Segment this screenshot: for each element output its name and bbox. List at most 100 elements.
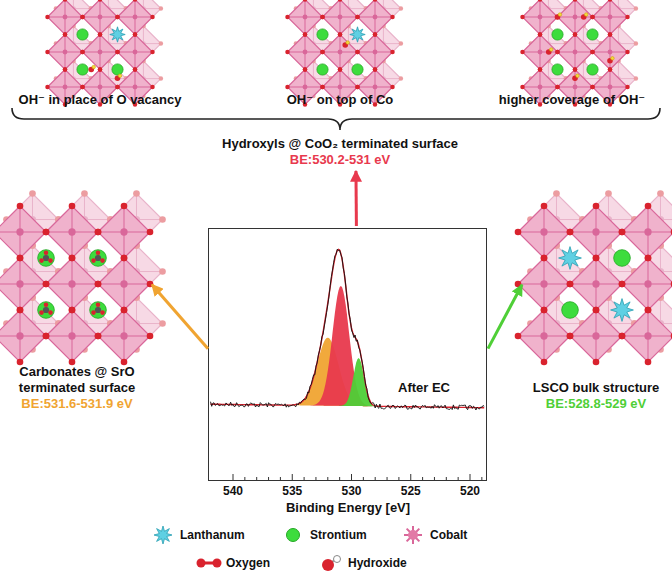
- oxygen-atom: [567, 333, 574, 340]
- oxygen-atom: [555, 85, 559, 89]
- oxygen-atom: [555, 85, 559, 89]
- caption-text: OH⁻ in place of O vacancy: [19, 92, 182, 108]
- oxygen-atom: [355, 85, 359, 89]
- carbon-atom: [43, 255, 49, 261]
- oxygen-atom: [80, 50, 84, 54]
- cobalt-atom: [98, 85, 103, 90]
- oxygen-atom: [320, 15, 324, 19]
- oxygen-atom: [17, 307, 24, 314]
- oxygen-atom: [590, 50, 594, 54]
- axis-tick: [446, 477, 447, 480]
- binding-energy: BE:530.2-531 eV: [222, 152, 458, 168]
- caption-text: OH⁻ on top of Co: [287, 92, 394, 108]
- plot-frame: [209, 229, 487, 481]
- oxygen-atom: [619, 333, 626, 340]
- oxygen-atom: [133, 32, 137, 36]
- oxygen-atom: [634, 6, 638, 10]
- oxygen-atom: [43, 229, 50, 236]
- legend-icon: [196, 553, 222, 573]
- oxygen-atom: [121, 255, 128, 262]
- strontium-atom: [562, 302, 579, 319]
- oxygen-atom: [69, 307, 76, 314]
- oxygen-atom: [390, 85, 394, 89]
- cobalt-atom: [408, 530, 418, 540]
- structure-caption: LSCO bulk structureBE:528.8-529 eV: [522, 222, 670, 412]
- oxygen-atom: [515, 333, 522, 340]
- cobalt-atom: [538, 50, 543, 55]
- text-group: OH⁻ on top of Co: [287, 92, 394, 108]
- oxygen-atom: [45, 50, 49, 54]
- oxygen-atom: [567, 281, 574, 288]
- oxygen-atom: [399, 6, 403, 10]
- oxygen-atom: [69, 307, 76, 314]
- cobalt-atom: [573, 50, 578, 55]
- hydroxide-hydrogen: [576, 74, 580, 78]
- axis-tick: [268, 477, 269, 480]
- axis-tick: [327, 477, 328, 480]
- oxygen-atom: [63, 32, 67, 36]
- oxygen-atom: [320, 85, 324, 89]
- oxygen-atom: [538, 0, 542, 2]
- oxygen-atom: [320, 50, 324, 54]
- cobalt-atom: [608, 85, 613, 90]
- oxygen-atom: [593, 307, 600, 314]
- axis-tick: [233, 474, 234, 480]
- oxygen-atom: [553, 190, 560, 197]
- oxygen-atom: [538, 67, 542, 71]
- cobalt-atom: [373, 15, 378, 20]
- oxygen-atom: [608, 67, 612, 71]
- tick-label: 525: [391, 484, 431, 498]
- oxygen-atom: [121, 255, 128, 262]
- oxygen-atom: [95, 281, 102, 288]
- axis-tick: [244, 477, 245, 480]
- caption-text: Hydroxyls @ CoO₂ terminated surface: [222, 136, 458, 152]
- oxygen-atom: [98, 32, 102, 36]
- oxygen-atom: [17, 255, 24, 262]
- oxygen-atom: [43, 333, 50, 340]
- oxygen-atom: [590, 15, 594, 19]
- oxygen-atom: [69, 203, 76, 210]
- oxygen-atom: [541, 359, 548, 366]
- legend-item: Strontium: [280, 524, 367, 546]
- hydroxide-hydrogen: [118, 74, 122, 78]
- oxygen-atom: [373, 32, 377, 36]
- oxygen-atom: [567, 333, 574, 340]
- cobalt-atom: [592, 228, 599, 235]
- lanthanum-atom: [559, 247, 582, 270]
- oxygen-atom: [43, 333, 50, 340]
- legend-text: Strontium: [310, 528, 367, 542]
- oxygen-atom: [133, 67, 137, 71]
- octahedron: [48, 0, 83, 35]
- crystal-structure: [0, 190, 166, 365]
- strontium-atom: [90, 250, 107, 267]
- arrow-connector: [152, 285, 208, 349]
- oxygen-atom: [133, 190, 140, 197]
- oxygen-atom: [605, 190, 612, 197]
- strontium-atom: [112, 64, 123, 75]
- oxygen-atom: [121, 203, 128, 210]
- caption-text: higher coverage of OH⁻: [499, 92, 645, 108]
- oxygen-atom: [150, 50, 154, 54]
- oxygen-atom: [608, 32, 612, 36]
- oxygen-atom: [43, 281, 50, 288]
- cobalt-atom: [63, 15, 68, 20]
- cobalt-atom: [63, 50, 68, 55]
- oxygen-atom: [115, 85, 119, 89]
- oxygen-atom: [320, 50, 324, 54]
- oxygen-atom: [619, 229, 626, 236]
- oxygen-atom: [645, 255, 652, 262]
- lanthanum-atom: [110, 27, 125, 42]
- axis-tick: [422, 477, 423, 480]
- oxygen-atom: [150, 15, 154, 19]
- oxygen-atom: [45, 85, 49, 89]
- oxygen-atom: [671, 281, 672, 288]
- oxygen-atom: [63, 0, 67, 2]
- axis-tick: [351, 474, 352, 480]
- oxygen-atom: [338, 0, 342, 2]
- oxygen-atom: [147, 333, 154, 340]
- hydroxide-hydrogen: [558, 13, 562, 16]
- oxygen-atom: [645, 255, 652, 262]
- oxygen-atom: [645, 359, 652, 366]
- oxygen-atom: [197, 559, 206, 568]
- oxygen-atom: [541, 307, 548, 314]
